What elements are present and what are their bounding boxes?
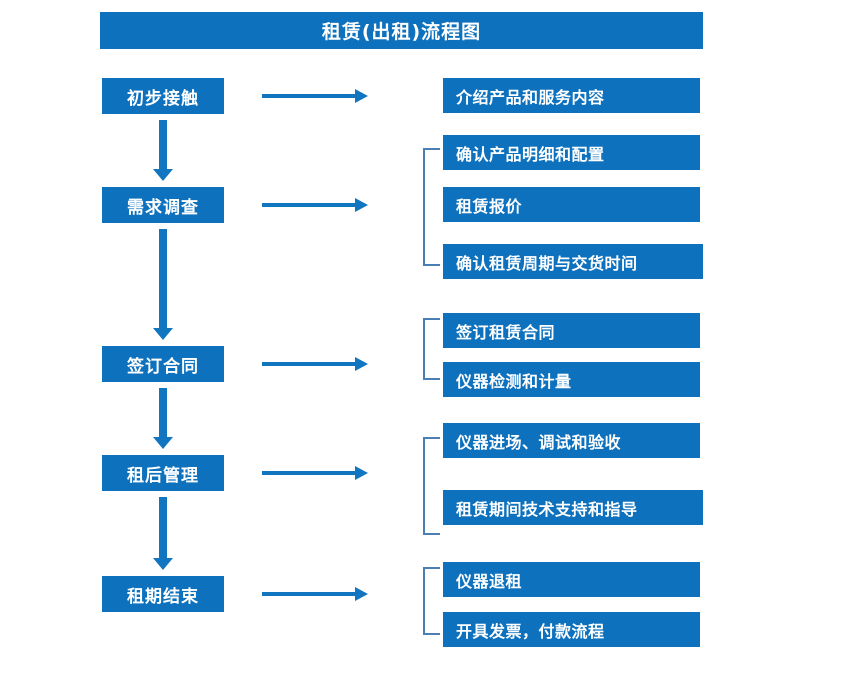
detail-box-confirm-period[interactable]: 确认租赁周期与交货时间 — [443, 244, 703, 279]
stage-box-rent-end[interactable]: 租期结束 — [102, 576, 224, 612]
horizontal-arrow-3 — [262, 357, 368, 371]
vertical-arrow-2 — [153, 229, 173, 340]
group-bracket-needs-survey — [423, 148, 440, 266]
detail-box-invoice-payment[interactable]: 开具发票，付款流程 — [443, 612, 700, 647]
group-bracket-sign-contract — [423, 318, 440, 380]
horizontal-arrow-5 — [262, 587, 368, 601]
stage-box-needs-survey[interactable]: 需求调查 — [102, 187, 224, 223]
horizontal-arrow-4 — [262, 466, 368, 480]
stage-box-initial-contact[interactable]: 初步接触 — [102, 78, 224, 114]
detail-box-instrument-testing[interactable]: 仪器检测和计量 — [443, 362, 700, 397]
detail-box-introduce-products[interactable]: 介绍产品和服务内容 — [443, 78, 700, 113]
detail-box-rental-quote[interactable]: 租赁报价 — [443, 187, 700, 222]
detail-box-confirm-spec[interactable]: 确认产品明细和配置 — [443, 135, 700, 170]
vertical-arrow-4 — [153, 497, 173, 570]
detail-box-instrument-entry[interactable]: 仪器进场、调试和验收 — [443, 423, 700, 458]
detail-box-sign-rental-contract[interactable]: 签订租赁合同 — [443, 313, 700, 348]
vertical-arrow-3 — [153, 388, 173, 449]
group-bracket-rent-end — [423, 567, 440, 635]
horizontal-arrow-2 — [262, 198, 368, 212]
chart-title: 租赁(出租)流程图 — [100, 12, 703, 49]
detail-box-tech-support[interactable]: 租赁期间技术支持和指导 — [443, 490, 703, 525]
stage-box-post-rent-mgmt[interactable]: 租后管理 — [102, 455, 224, 491]
group-bracket-post-rent-mgmt — [423, 437, 440, 535]
vertical-arrow-1 — [153, 120, 173, 181]
detail-box-instrument-return[interactable]: 仪器退租 — [443, 562, 700, 597]
horizontal-arrow-1 — [262, 89, 368, 103]
stage-box-sign-contract[interactable]: 签订合同 — [102, 346, 224, 382]
